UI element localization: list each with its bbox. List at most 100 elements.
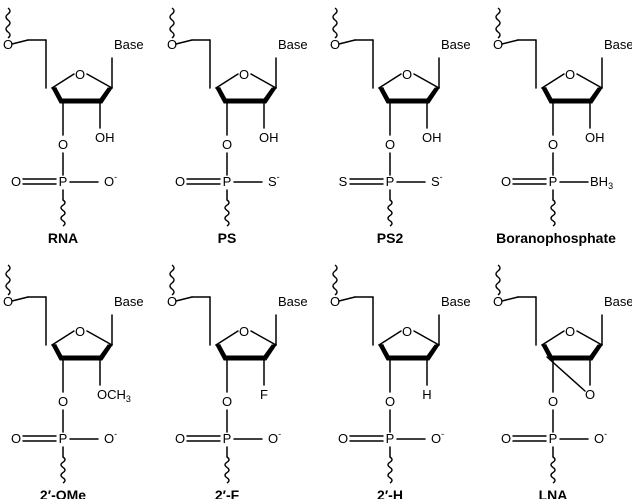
base-label: Base bbox=[114, 37, 144, 52]
backbone-5prime-wavy-bond bbox=[332, 264, 338, 296]
backbone-3prime-wavy-bond bbox=[224, 456, 230, 484]
c4-o4-bond bbox=[378, 330, 402, 346]
base-label: Base bbox=[278, 37, 308, 52]
structure-caption: PS bbox=[218, 230, 237, 246]
o5-c5-bond bbox=[338, 39, 356, 45]
phosphorus-atom: P bbox=[223, 431, 232, 446]
o5prime-oxygen: O bbox=[3, 294, 13, 309]
o3prime-oxygen: O bbox=[222, 137, 232, 152]
phosphorus-atom: P bbox=[223, 174, 232, 189]
ring-front-bold-bond bbox=[215, 87, 277, 104]
structure-caption: 2′-F bbox=[215, 487, 240, 499]
o5prime-oxygen: O bbox=[167, 294, 177, 309]
hydrogen-label: H bbox=[422, 387, 431, 402]
base-label: Base bbox=[441, 37, 471, 52]
o5-c5-bond bbox=[11, 296, 29, 302]
backbone-5prime-wavy-bond bbox=[5, 7, 11, 39]
phosphorus-atom: P bbox=[59, 431, 68, 446]
thiolate-group: S- bbox=[431, 172, 443, 189]
o5prime-oxygen: O bbox=[330, 294, 340, 309]
o4-c1-bond bbox=[576, 73, 603, 89]
o4-c1-bond bbox=[413, 73, 440, 89]
ring-oxygen: O bbox=[402, 67, 412, 82]
structure-caption: 2′-OMe bbox=[40, 487, 86, 499]
double-bonded-oxygen: O bbox=[501, 174, 511, 189]
phosphate-anion-oxygen: O- bbox=[431, 429, 444, 446]
structure-caption: RNA bbox=[48, 230, 78, 246]
o4-c1-bond bbox=[576, 330, 603, 346]
ring-oxygen: O bbox=[565, 67, 575, 82]
c4-o4-bond bbox=[541, 73, 565, 89]
hydroxyl-label: OH bbox=[422, 130, 442, 145]
o4-c1-bond bbox=[86, 330, 113, 346]
backbone-3prime-wavy-bond bbox=[60, 456, 66, 484]
phosphate-anion-oxygen-charge: - bbox=[604, 429, 607, 439]
hydroxyl-label: OH bbox=[259, 130, 279, 145]
o3prime-oxygen: O bbox=[548, 137, 558, 152]
ring-oxygen: O bbox=[239, 324, 249, 339]
thiolate-group: S- bbox=[268, 172, 280, 189]
phosphate-anion-oxygen: O- bbox=[104, 429, 117, 446]
structure-caption: LNA bbox=[539, 487, 568, 499]
o5prime-oxygen: O bbox=[3, 37, 13, 52]
backbone-5prime-wavy-bond bbox=[332, 7, 338, 39]
o5-c5-bond bbox=[338, 296, 356, 302]
phosphate-anion-oxygen-atom: O bbox=[104, 174, 114, 189]
phosphate-anion-oxygen-atom: O bbox=[104, 431, 114, 446]
phosphorus-atom: P bbox=[386, 431, 395, 446]
c4-o4-bond bbox=[51, 73, 75, 89]
base-label: Base bbox=[278, 294, 308, 309]
thiolate-group-atom: S bbox=[431, 174, 440, 189]
lna-bridge-oxygen: O bbox=[585, 387, 595, 402]
double-bonded-oxygen: O bbox=[338, 431, 348, 446]
base-label: Base bbox=[604, 37, 632, 52]
backbone-3prime-wavy-bond bbox=[387, 199, 393, 227]
hydroxyl-label: OH bbox=[585, 130, 605, 145]
ring-front-bold-bond bbox=[51, 344, 113, 361]
o4-c1-bond bbox=[250, 73, 277, 89]
double-bonded-sulfur: S bbox=[339, 174, 348, 189]
o3prime-oxygen: O bbox=[222, 394, 232, 409]
o3prime-oxygen: O bbox=[58, 137, 68, 152]
backbone-5prime-wavy-bond bbox=[169, 264, 175, 296]
phosphate-anion-oxygen-atom: O bbox=[431, 431, 441, 446]
backbone-3prime-wavy-bond bbox=[60, 199, 66, 227]
c4-o4-bond bbox=[215, 330, 239, 346]
o5-c5-bond bbox=[501, 296, 519, 302]
ring-oxygen: O bbox=[75, 67, 85, 82]
base-label: Base bbox=[604, 294, 632, 309]
phosphate-anion-oxygen-charge: - bbox=[114, 172, 117, 182]
phosphorus-atom: P bbox=[549, 174, 558, 189]
phosphate-anion-oxygen-atom: O bbox=[268, 431, 278, 446]
double-bonded-oxygen: O bbox=[501, 431, 511, 446]
lna-methylene-bridge-bond bbox=[546, 356, 586, 392]
c4-o4-bond bbox=[378, 73, 402, 89]
phosphate-anion-oxygen-charge: - bbox=[114, 429, 117, 439]
o3prime-oxygen: O bbox=[385, 394, 395, 409]
thiolate-group-atom: S bbox=[268, 174, 277, 189]
double-bonded-oxygen: O bbox=[11, 174, 21, 189]
backbone-5prime-wavy-bond bbox=[169, 7, 175, 39]
thiolate-group-charge: - bbox=[440, 172, 443, 182]
c4-o4-bond bbox=[51, 330, 75, 346]
o4-c1-bond bbox=[86, 73, 113, 89]
o5-c5-bond bbox=[175, 39, 193, 45]
phosphate-anion-oxygen-charge: - bbox=[441, 429, 444, 439]
o5-c5-bond bbox=[501, 39, 519, 45]
ring-oxygen: O bbox=[565, 324, 575, 339]
o5-c5-bond bbox=[175, 296, 193, 302]
c4-o4-bond bbox=[541, 330, 565, 346]
backbone-3prime-wavy-bond bbox=[550, 199, 556, 227]
thiolate-group-charge: - bbox=[277, 172, 280, 182]
hydroxyl-label: OH bbox=[95, 130, 115, 145]
base-label: Base bbox=[114, 294, 144, 309]
ring-front-bold-bond bbox=[378, 87, 440, 104]
borano-group: BH3 bbox=[590, 174, 613, 191]
borano-group-subscript: 3 bbox=[608, 181, 613, 191]
borano-group-main: BH bbox=[590, 174, 608, 189]
phosphorus-atom: P bbox=[549, 431, 558, 446]
